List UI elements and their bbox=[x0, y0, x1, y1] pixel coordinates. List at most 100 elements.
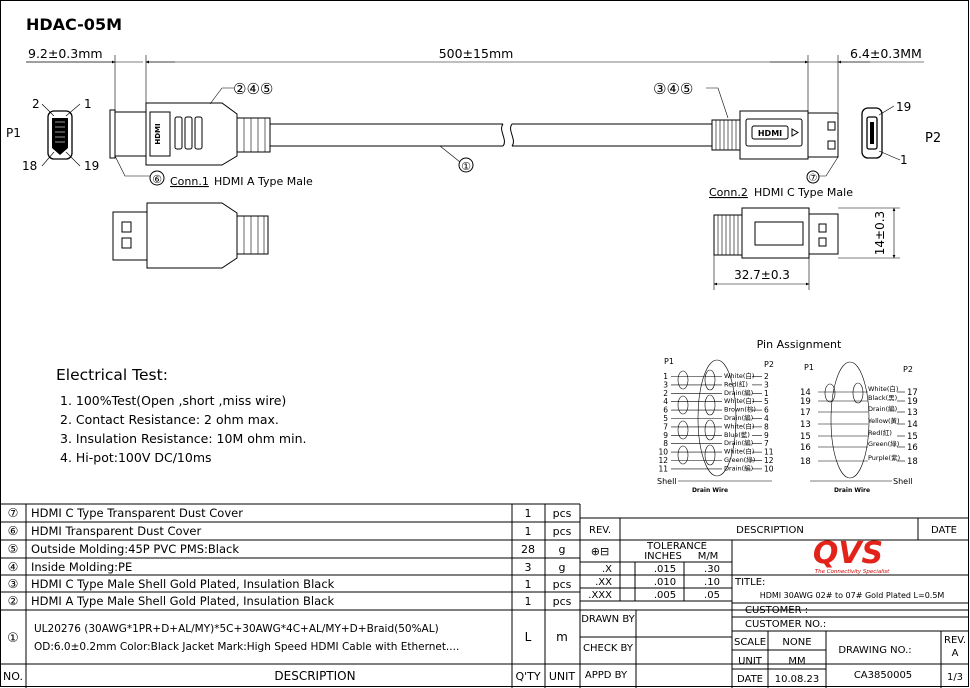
bom-row-no: ⑥ bbox=[8, 524, 19, 538]
bom-row-desc: HDMI C Type Transparent Dust Cover bbox=[31, 506, 243, 520]
tb-customer-no: CUSTOMER NO.: bbox=[745, 619, 826, 630]
pin-right-p2: 19 bbox=[907, 397, 918, 407]
pin-left-p1: 9 bbox=[663, 431, 668, 440]
tb-sheet: 1/3 bbox=[947, 672, 963, 683]
pin-left-p1: 4 bbox=[663, 397, 668, 406]
pin-left-p2: 9 bbox=[764, 431, 769, 440]
conn2-hdmi-mark: HDMI bbox=[758, 129, 782, 138]
tb-unit-label: UNIT bbox=[738, 656, 763, 667]
bom-row-qty: 1 bbox=[525, 595, 532, 608]
pin-right-p1: 19 bbox=[800, 397, 811, 407]
tb-title-value: HDMI 30AWG 02# to 07# Gold Plated L=0.5M bbox=[760, 591, 945, 600]
conn1-id: Conn.1 bbox=[170, 175, 209, 188]
tb-date-label: DATE bbox=[737, 674, 763, 685]
bom-row-unit: pcs bbox=[553, 578, 572, 591]
pin-left-p2: 5 bbox=[764, 397, 769, 406]
pin-right-p1: 14 bbox=[800, 388, 811, 398]
pin-right-wire: Red(紅) bbox=[868, 428, 892, 437]
pin-right-shell: Shell bbox=[893, 477, 913, 486]
pin-right-wire: Purple(紫) bbox=[868, 454, 900, 462]
conn2-top-view: 14±0.3 32.7±0.3 bbox=[713, 207, 900, 290]
p1-pin-18: 18 bbox=[22, 159, 37, 173]
tb-tolerance: TOLERANCE bbox=[646, 541, 707, 552]
pin-left-wire: Drain(編) bbox=[724, 463, 753, 472]
pin-left-wire: Drain(編) bbox=[724, 438, 753, 447]
dim-width-label: 32.7±0.3 bbox=[734, 268, 790, 282]
conn1-top-view bbox=[112, 202, 269, 269]
callout-6-circle bbox=[149, 170, 165, 186]
callout-left: ②④⑤ bbox=[233, 80, 273, 98]
pin-right-p1: 17 bbox=[800, 408, 811, 418]
pin-left-p1: 12 bbox=[658, 456, 668, 465]
pin-left-p2: 10 bbox=[764, 464, 774, 473]
tb-rev-header: REV. bbox=[589, 525, 611, 536]
callout-cable-circle bbox=[458, 157, 474, 173]
p1-label: P1 bbox=[6, 126, 21, 140]
dim-height-label: 14±0.3 bbox=[873, 211, 887, 255]
pin-right-p1: 13 bbox=[800, 420, 811, 430]
pin-left-p1: 3 bbox=[663, 380, 668, 389]
conn1-desc: HDMI A Type Male bbox=[214, 175, 313, 188]
pin-left-p1: 1 bbox=[663, 372, 668, 381]
tb-check-by: CHECK BY bbox=[583, 643, 634, 654]
pin-right-p2-label: P2 bbox=[903, 365, 913, 374]
bom-row1-no: ① bbox=[7, 631, 19, 646]
p1-pin-19: 19 bbox=[84, 159, 99, 173]
pin-left-p2: 4 bbox=[764, 414, 769, 423]
bom-header-unit: UNIT bbox=[549, 670, 576, 683]
tb-date-header: DATE bbox=[931, 525, 957, 536]
bom-row-unit: pcs bbox=[553, 595, 572, 608]
conn1-side-view: HDMI bbox=[109, 102, 271, 177]
pin-right-p1-label: P1 bbox=[804, 363, 814, 372]
tol-precision: .XX bbox=[595, 577, 612, 588]
bom-header-no: NO. bbox=[3, 670, 23, 683]
dim-left-label: 9.2±0.3mm bbox=[28, 46, 103, 61]
tb-mm: M/M bbox=[698, 551, 719, 562]
tb-scale-value: NONE bbox=[782, 637, 811, 648]
tb-description-header: DESCRIPTION bbox=[736, 525, 804, 536]
bom-row-no: ⑤ bbox=[8, 542, 19, 556]
bom-header-description: DESCRIPTION bbox=[274, 669, 355, 683]
bom-row-desc: HDMI Transparent Dust Cover bbox=[31, 524, 201, 538]
bom-row1-qty: L bbox=[525, 630, 532, 644]
electrical-item-2: 2. Contact Resistance: 2 ohm max. bbox=[60, 412, 279, 427]
pin-left-p2: 12 bbox=[764, 456, 774, 465]
bom-row-unit: g bbox=[559, 543, 566, 556]
electrical-item-1: 1. 100%Test(Open ,short ,miss wire) bbox=[60, 393, 286, 408]
bom-row-desc: Inside Molding:PE bbox=[31, 560, 132, 574]
tb-drawing-no-value: CA3850005 bbox=[854, 670, 912, 681]
tb-projection-icon: ⊕⊟ bbox=[591, 545, 609, 558]
pin-assignment: Pin Assignment P1 P2 P1 P2 Shell Shell D… bbox=[657, 338, 918, 494]
pin-left-shell: Shell bbox=[657, 477, 677, 486]
pin-left-p2-label: P2 bbox=[764, 360, 774, 369]
pin-left-wire: Drain(編) bbox=[724, 388, 753, 397]
bom-row1-line2: OD:6.0±0.2mm Color:Black Jacket Mark:Hig… bbox=[34, 641, 459, 653]
tb-drawn-by: DRAWN BY bbox=[581, 614, 635, 625]
bom-row1-line1: UL20276 (30AWG*1PR+D+AL/MY)*5C+30AWG*4C+… bbox=[34, 623, 439, 635]
pin-left-p1: 6 bbox=[663, 406, 668, 415]
bom-row-qty: 1 bbox=[525, 507, 532, 520]
pin-right-wire: White(白) bbox=[868, 384, 898, 393]
overall-dimension: 9.2±0.3mm 500±15mm 6.4±0.3MM bbox=[26, 46, 924, 118]
title-block: REV. DESCRIPTION DATE ⊕⊟ TOLERANCE INCHE… bbox=[580, 517, 969, 688]
pin-right-p1: 15 bbox=[800, 432, 811, 442]
bom-row-unit: pcs bbox=[553, 507, 572, 520]
tb-rev-label: REV. bbox=[944, 635, 966, 646]
tol-mm: .30 bbox=[704, 564, 720, 575]
callout-cable: ① bbox=[461, 160, 471, 173]
tb-customer: CUSTOMER : bbox=[745, 605, 808, 616]
tb-rev-value: A bbox=[952, 648, 959, 659]
bom-row-desc: HDMI A Type Male Shell Gold Plated, Insu… bbox=[31, 594, 334, 608]
p1-face-view: P1 2 1 18 19 bbox=[6, 97, 99, 173]
pin-left-p2: 6 bbox=[764, 406, 769, 415]
tb-date-value: 10.08.23 bbox=[775, 674, 820, 685]
pin-left-drain-wire: Drain Wire bbox=[692, 487, 728, 494]
pin-left-p1: 11 bbox=[658, 464, 668, 473]
pin-left-p2: 8 bbox=[764, 422, 769, 431]
bom-row-desc: Outside Molding:45P PVC PMS:Black bbox=[31, 542, 239, 556]
pin-left-p1-label: P1 bbox=[664, 357, 674, 366]
tol-mm: .05 bbox=[704, 590, 720, 601]
pin-left-wire: Drain(編) bbox=[724, 413, 753, 422]
